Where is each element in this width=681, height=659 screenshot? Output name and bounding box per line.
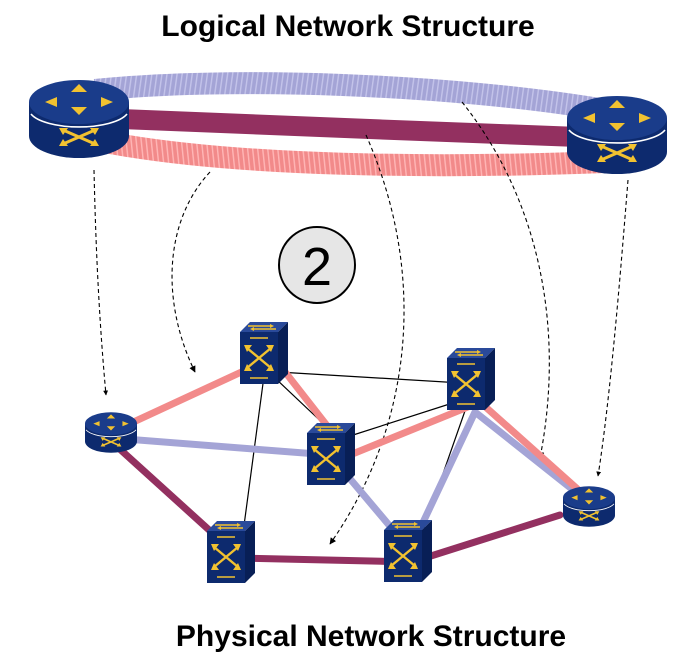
mapping-arrow <box>329 134 405 545</box>
mapping-arrow <box>171 171 211 373</box>
switch-top-left <box>238 320 290 386</box>
tunnel-salmon <box>92 129 606 177</box>
mapping-arrow <box>461 101 550 459</box>
router-icon <box>562 485 616 528</box>
logical-router-left <box>27 78 131 160</box>
edge-router-left <box>84 411 138 454</box>
physical-link <box>349 399 463 437</box>
router-icon <box>84 411 138 454</box>
router-icon <box>565 94 669 176</box>
path-salmon <box>108 364 596 506</box>
step-label: 2 <box>302 237 332 297</box>
tunnel-plum <box>94 108 606 148</box>
router-icon <box>27 78 131 160</box>
tunnel-lilac <box>93 72 607 121</box>
step-circle <box>278 226 356 304</box>
switch-bottom-left <box>205 519 257 585</box>
switch-top-right <box>445 346 497 412</box>
atm-switch-icon <box>205 519 257 585</box>
physical-link <box>240 375 265 549</box>
switch-center <box>305 421 357 487</box>
logical-router-right <box>565 94 669 176</box>
logical-network-title: Logical Network Structure <box>161 10 534 43</box>
path-plum <box>108 438 564 566</box>
atm-switch-icon <box>445 346 497 412</box>
mapping-arrows <box>93 101 629 545</box>
atm-switch-icon <box>238 320 290 386</box>
mapping-arrow <box>596 179 629 477</box>
physical-link <box>277 371 463 384</box>
atm-switch-icon <box>305 421 357 487</box>
edge-router-right <box>562 485 616 528</box>
atm-switch-icon <box>382 518 434 584</box>
switch-bottom-center <box>382 518 434 584</box>
logical-tunnels <box>92 72 607 177</box>
step-badge: 2 <box>278 226 356 304</box>
mapping-arrow <box>93 169 109 396</box>
physical-network-title: Physical Network Structure <box>176 620 566 653</box>
